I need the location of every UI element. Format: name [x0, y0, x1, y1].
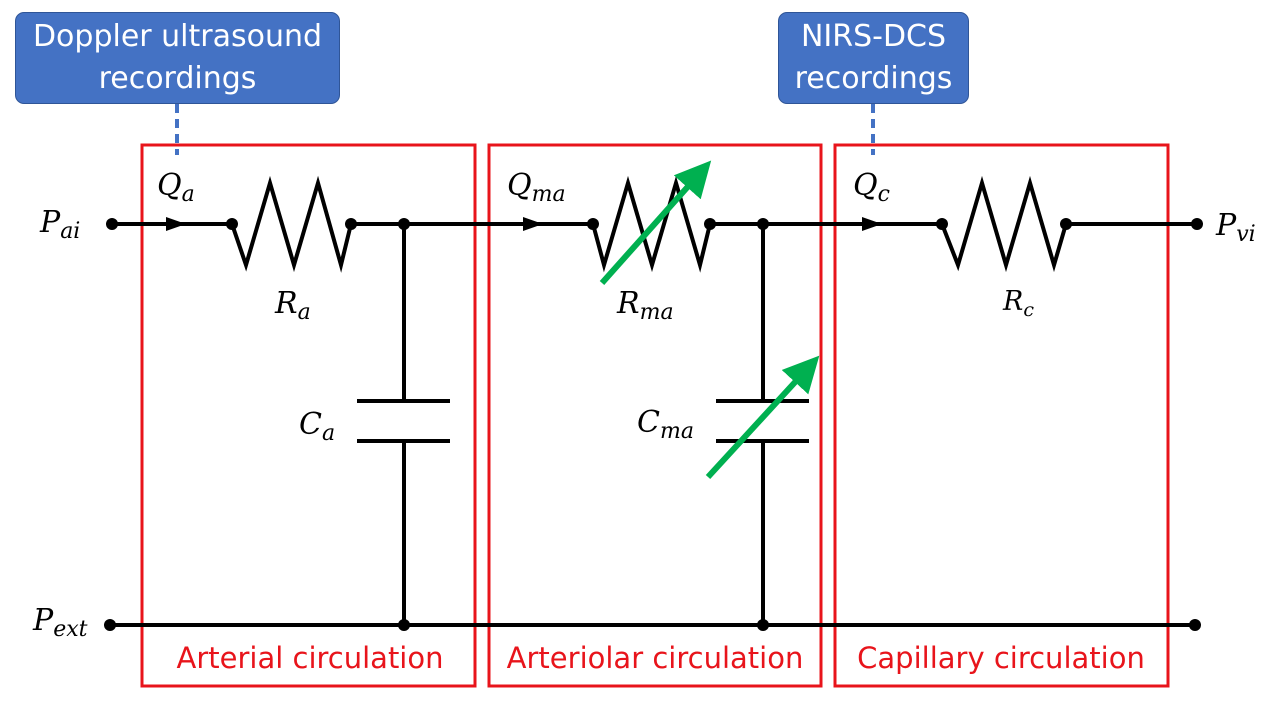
- node-rc-left: [936, 218, 948, 230]
- arterial-region-label: Arterial circulation: [177, 641, 444, 675]
- label-q-a: Qa: [157, 168, 195, 207]
- top-wire: [112, 175, 1197, 273]
- node-cma-bottom: [757, 619, 769, 631]
- doppler-callout-line2: recordings: [98, 61, 257, 96]
- flow-arrow-icon: [862, 217, 882, 231]
- node-rma-right: [704, 218, 716, 230]
- doppler-callout-line1: Doppler ultrasound: [32, 19, 323, 54]
- label-q-ma: Qma: [507, 168, 566, 207]
- nirs-callout-line2: recordings: [794, 61, 953, 96]
- node-right-bottom: [1189, 619, 1201, 631]
- arterial-region-box: [140, 143, 477, 688]
- label-p-ext: Pext: [32, 603, 88, 642]
- label-r-c: Rc: [1002, 286, 1034, 321]
- label-c-a: Ca: [299, 407, 335, 446]
- label-p-vi: Pvi: [1215, 208, 1256, 247]
- label-r-a: Ra: [274, 286, 311, 325]
- label-q-c: Qc: [853, 168, 890, 207]
- node-ra-right: [345, 218, 357, 230]
- node-ca-top: [398, 218, 410, 230]
- variable-capacitor-arrow-icon: [705, 355, 820, 480]
- nirs-dcs-recordings-callout: NIRS-DCS recordings: [778, 12, 969, 104]
- arteriolar-region-box: [487, 143, 823, 688]
- label-r-ma: Rma: [616, 286, 674, 325]
- node-pai: [106, 218, 118, 230]
- node-ca-bottom: [398, 619, 410, 631]
- node-ra-left: [226, 218, 238, 230]
- label-p-ai: Pai: [39, 205, 80, 244]
- nirs-callout-line1: NIRS-DCS: [800, 19, 947, 54]
- arteriolar-region-label: Arteriolar circulation: [507, 641, 804, 675]
- node-pvi: [1191, 218, 1203, 230]
- node-rc-right: [1060, 218, 1072, 230]
- flow-arrow-icon: [523, 217, 543, 231]
- doppler-recordings-callout: Doppler ultrasound recordings: [15, 12, 340, 104]
- capillary-region-box: [833, 143, 1170, 688]
- node-rma-left: [587, 218, 599, 230]
- node-cma-top: [757, 218, 769, 230]
- capillary-region-label: Capillary circulation: [857, 641, 1145, 675]
- node-pext: [104, 619, 116, 631]
- label-c-ma: Cma: [637, 405, 694, 444]
- variable-resistor-arrow-icon: [599, 160, 712, 285]
- flow-arrow-icon: [166, 217, 186, 231]
